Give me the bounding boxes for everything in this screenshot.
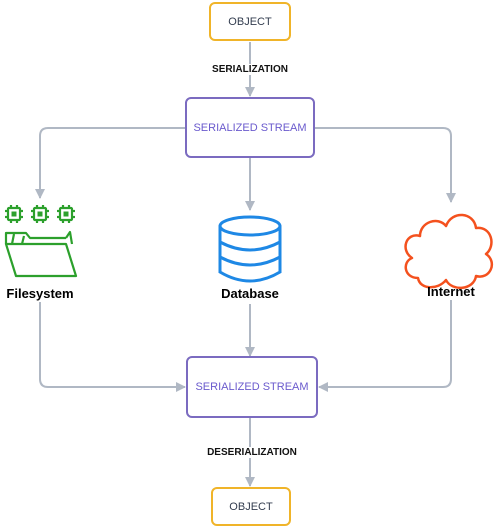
object-box-top: OBJECT — [209, 2, 291, 41]
arrow-internet-to-stream — [318, 300, 452, 392]
serialized-stream-box-bottom: SERIALIZED STREAM — [186, 356, 318, 418]
database-label: Database — [221, 286, 279, 301]
object-box-bottom: OBJECT — [211, 487, 291, 526]
database-icon — [218, 215, 282, 283]
arrow-filesystem-to-stream — [39, 302, 186, 392]
cloud-icon — [404, 213, 494, 289]
serialization-label: SERIALIZATION — [210, 64, 290, 75]
arrow-stream-to-filesystem — [35, 127, 185, 199]
object-label-bottom: OBJECT — [229, 500, 273, 513]
serialized-stream-label-top: SERIALIZED STREAM — [193, 121, 307, 134]
deserialization-label: DESERIALIZATION — [205, 447, 299, 458]
internet-label: Internet — [427, 284, 475, 299]
filesystem-icon — [4, 205, 78, 278]
serialized-stream-box-top: SERIALIZED STREAM — [185, 97, 315, 158]
object-label-top: OBJECT — [228, 15, 272, 28]
serialized-stream-label-bottom: SERIALIZED STREAM — [195, 381, 309, 393]
arrow-stream-to-internet — [315, 127, 456, 203]
filesystem-label: Filesystem — [6, 286, 74, 301]
